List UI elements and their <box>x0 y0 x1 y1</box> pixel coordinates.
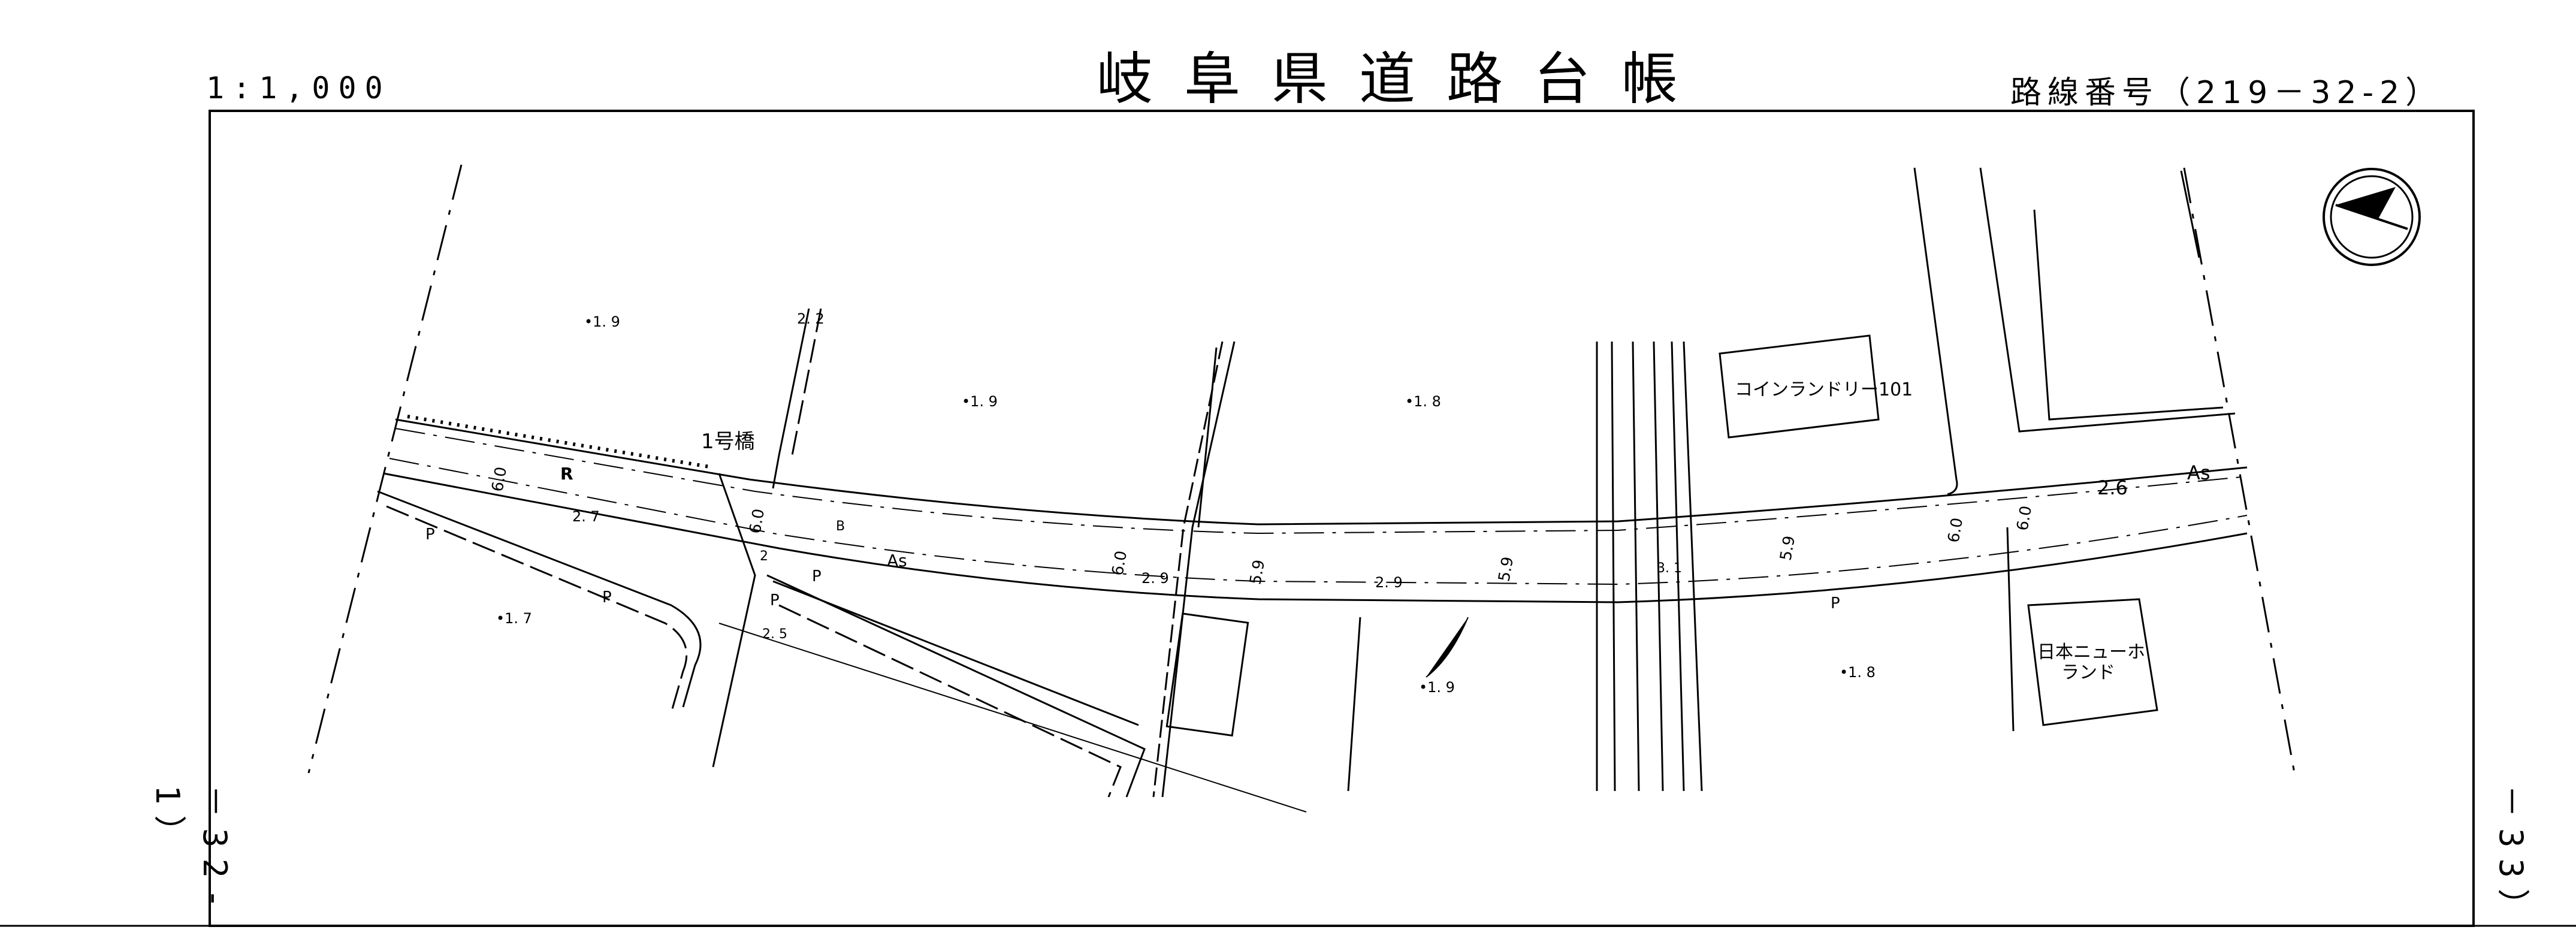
boundary-right <box>2183 167 2296 777</box>
label-mark-b: B <box>836 519 845 534</box>
map-scale: 1:1,000 <box>206 71 391 105</box>
label-width-27: 2. 7 <box>572 508 600 525</box>
label-elev-19a: •1. 9 <box>584 313 620 330</box>
buildings <box>1719 334 2158 726</box>
label-lane-59c: 5.9 <box>1777 535 1799 562</box>
label-width-25: 2. 5 <box>762 627 787 642</box>
label-newhoru-2: ランド <box>2061 662 2115 683</box>
label-as-right: As <box>2187 461 2210 484</box>
map-title: 岐阜県道路台帳 <box>1097 47 1710 112</box>
slope-hatching <box>772 347 1469 792</box>
adjacent-sheet-right: －33） <box>2492 785 2530 932</box>
label-width-29a: 2. 9 <box>1141 570 1169 587</box>
label-mark-p2: P <box>602 588 612 606</box>
label-elev-19c: •1. 9 <box>1419 679 1455 696</box>
cross-street-left <box>712 308 1249 798</box>
label-mark-p3: P <box>812 567 822 585</box>
label-laundry: コインランドリー101 <box>1735 379 1913 400</box>
label-width-2: 2 <box>760 549 768 564</box>
label-mark-p5: P <box>1831 594 1840 612</box>
label-newhoru-1: 日本ニューホ <box>2037 642 2145 663</box>
label-bridge: 1号橋 <box>701 430 755 454</box>
label-mark-p1: P <box>425 526 435 544</box>
north-arrow-icon <box>2323 168 2421 266</box>
label-width-29b: 2. 9 <box>1375 574 1403 591</box>
label-lane-59a: 5.9 <box>1246 558 1269 586</box>
label-lane-60d: 6.0 <box>1944 517 1967 544</box>
label-width-22: 2. 2 <box>797 310 825 327</box>
label-mark-p4: P <box>770 591 780 609</box>
label-width-31: 3. 1 <box>1657 561 1682 576</box>
map-labels: 1号橋 コインランドリー101 日本ニューホ ランド As As 2.6 2. … <box>425 310 2210 696</box>
map-frame <box>209 110 2475 927</box>
label-elev-17: •1. 7 <box>496 610 532 627</box>
railway-crossing <box>1596 341 1703 792</box>
label-elev-18a: •1. 8 <box>1405 393 1441 410</box>
side-road-lower-left <box>377 490 1307 813</box>
label-elev-19b: •1. 9 <box>962 393 998 410</box>
label-mark-r: R <box>560 464 573 484</box>
boundary-left <box>307 164 463 774</box>
label-lane-59b: 5.9 <box>1495 555 1517 583</box>
label-lane-60c: 6.0 <box>1109 550 1131 577</box>
adjacent-sheet-left: －32-1） <box>149 785 234 919</box>
label-lane-60a: 6.0 <box>488 466 511 493</box>
label-lane-60e: 6.0 <box>2013 505 2036 532</box>
label-as-left: As <box>887 551 907 570</box>
label-elev-18b: •1. 8 <box>1840 664 1876 681</box>
main-road <box>383 415 2248 603</box>
label-width-26: 2.6 <box>2097 476 2128 499</box>
parcel-outlines <box>1913 167 2236 732</box>
label-lane-60b: 6.0 <box>746 508 768 535</box>
route-number: 路線番号（219－32-2） <box>2010 75 2443 111</box>
